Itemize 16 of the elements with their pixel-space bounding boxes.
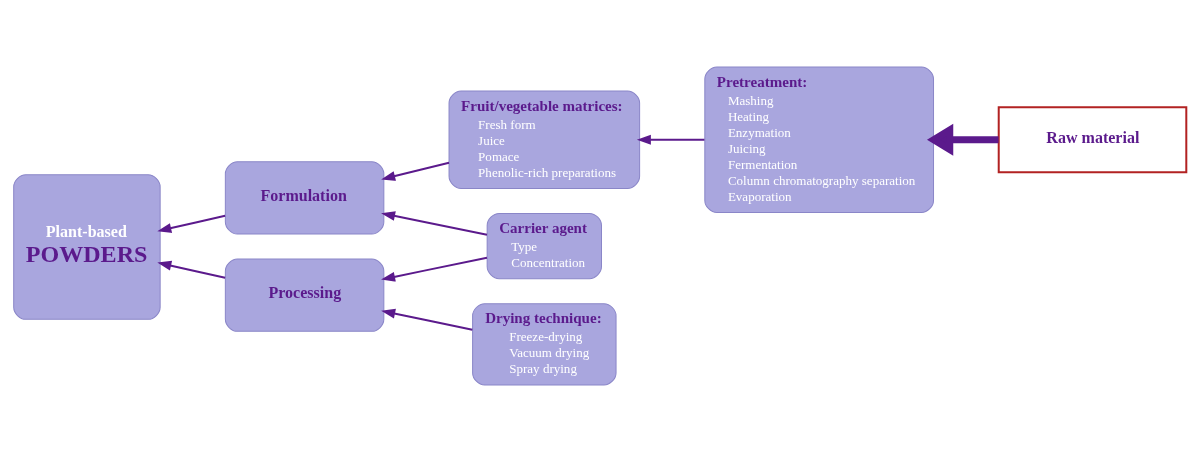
node-box: Raw material: [997, 106, 1188, 174]
arrow: [636, 134, 705, 145]
node-box: Formulation: [224, 161, 385, 235]
node-box: Carrier agent Type Concentration: [486, 212, 602, 280]
node-box: Processing: [224, 258, 385, 332]
arrow: [381, 308, 473, 331]
arrow: [157, 214, 226, 233]
node-box: Fruit/vegetable matrices: Fresh form Juice Pomace Phenolic-rich preparations: [448, 90, 641, 189]
arrow: [157, 260, 226, 279]
node-box: Pretreatment: Mashing Heating Enzymation Juicing Fermentation Column chromatography separation Evaporation: [704, 66, 934, 213]
node-box: Drying technique: Freeze-drying Vacuum drying Spray drying: [472, 303, 617, 386]
node-box: Plant-based POWDERS: [13, 174, 161, 320]
arrow: [381, 161, 450, 181]
arrow: [926, 123, 999, 156]
arrow: [381, 256, 488, 282]
arrow: [381, 211, 488, 236]
